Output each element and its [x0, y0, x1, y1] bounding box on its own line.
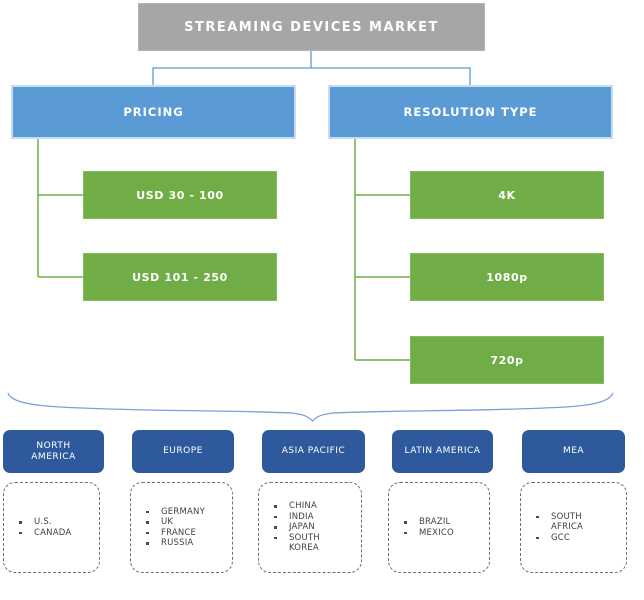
region-label: LATIN AMERICA — [404, 446, 481, 456]
list-item: UK — [144, 517, 232, 528]
country-list-latin-america: BRAZIL MEXICO — [388, 482, 490, 573]
region-latin-america: LATIN AMERICA — [392, 430, 493, 473]
country-label: BRAZIL — [419, 517, 451, 527]
list-item: MEXICO — [402, 528, 489, 539]
tree-connector-blue — [152, 51, 471, 85]
leaf-usd-30-100: USD 30 - 100 — [83, 171, 277, 219]
country-label: GERMANY — [161, 506, 205, 517]
country-label: SOUTH KOREA — [289, 532, 320, 554]
segment-pricing: PRICING — [11, 85, 296, 139]
region-label: NORTH AMERICA — [31, 440, 76, 462]
country-label: RUSSIA — [161, 538, 194, 548]
country-label: CHINA — [289, 501, 318, 512]
list-item: SOUTH AFRICA — [534, 512, 626, 533]
list-item: INDIA — [272, 512, 361, 523]
resolution-connector-green — [354, 139, 410, 361]
list-item: SOUTH KOREA — [272, 533, 361, 554]
country-label: UK — [161, 517, 174, 527]
leaf-1080p: 1080p — [410, 253, 604, 301]
country-label: CANADA — [34, 527, 72, 538]
list-item: JAPAN — [272, 522, 361, 533]
country-label: GCC — [551, 532, 571, 543]
region-label: EUROPE — [163, 446, 203, 456]
list-item: BRAZIL — [402, 517, 489, 528]
region-label: MEA — [562, 446, 585, 456]
country-list-north-america: U.S. CANADA — [3, 482, 100, 573]
list-item: CHINA — [272, 501, 361, 512]
region-north-america: NORTH AMERICA — [3, 430, 104, 473]
region-mea: MEA — [522, 430, 625, 473]
pricing-connector-green — [37, 139, 83, 278]
leaf-usd-101-250: USD 101 - 250 — [83, 253, 277, 301]
country-label: U.S. — [34, 517, 52, 527]
region-asia-pacific: ASIA PACIFIC — [262, 430, 365, 473]
country-label: JAPAN — [289, 522, 315, 533]
country-list-europe: GERMANY UK FRANCE RUSSIA — [130, 482, 233, 573]
country-label: MEXICO — [419, 527, 454, 538]
list-item: CANADA — [17, 528, 99, 539]
country-list-asia-pacific: CHINA INDIA JAPAN SOUTH KOREA — [258, 482, 362, 573]
leaf-4k: 4K — [410, 171, 604, 219]
curly-brace — [7, 392, 614, 422]
country-list-mea: SOUTH AFRICA GCC — [520, 482, 627, 573]
region-label: ASIA PACIFIC — [281, 446, 346, 456]
leaf-720p: 720p — [410, 336, 604, 384]
root-node-title: STREAMING DEVICES MARKET — [138, 3, 485, 51]
list-item: GERMANY — [144, 507, 232, 518]
list-item: U.S. — [17, 517, 99, 528]
country-label: INDIA — [289, 511, 314, 522]
list-item: GCC — [534, 533, 626, 544]
list-item: FRANCE — [144, 528, 232, 539]
segment-resolution-type: RESOLUTION TYPE — [328, 85, 613, 139]
country-label: FRANCE — [161, 527, 197, 538]
list-item: RUSSIA — [144, 538, 232, 549]
region-europe: EUROPE — [132, 430, 234, 473]
country-label: SOUTH AFRICA — [551, 511, 584, 533]
